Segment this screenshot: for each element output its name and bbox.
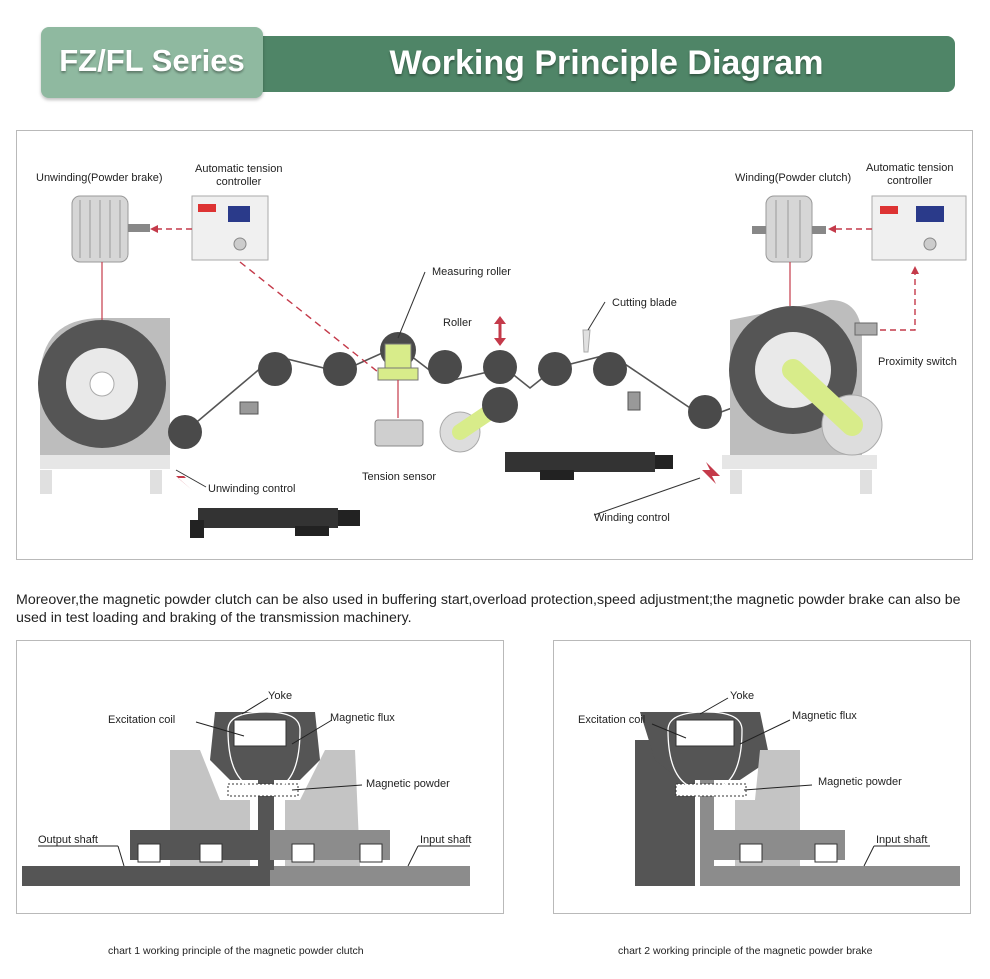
- label-unwinding: Unwinding(Powder brake): [36, 172, 163, 184]
- tension-controller-right: [871, 195, 967, 261]
- header-bar: [258, 36, 955, 92]
- powder-clutch-unit: [752, 195, 826, 263]
- roller-3: [323, 352, 357, 386]
- proximity-switch: [854, 322, 878, 336]
- label-winding: Winding(Powder clutch): [735, 172, 852, 184]
- chart1-label-yoke: Yoke: [268, 690, 293, 702]
- roller-1: [168, 415, 202, 449]
- chart1-caption: chart 1 working principle of the magneti…: [108, 945, 364, 957]
- chart2-label-input-shaft: Input shaft: [876, 834, 928, 846]
- unwind-actuator: [190, 508, 360, 538]
- roller-dancer: [482, 387, 518, 423]
- unwind-machine: [38, 318, 170, 494]
- chart2-label-magnetic-flux: Magnetic flux: [792, 710, 857, 722]
- label-proximity-switch: Proximity switch: [878, 356, 957, 368]
- roller-5: [483, 350, 517, 384]
- label-controller-left: Automatic tension controller: [195, 163, 283, 188]
- label-measuring-roller: Measuring roller: [432, 266, 511, 278]
- chart2-label-yoke: Yoke: [730, 690, 755, 702]
- chart1-label-excitation-coil: Excitation coil: [108, 714, 176, 726]
- roller-2: [258, 352, 292, 386]
- tension-sensor: [374, 419, 424, 447]
- chart2-caption: chart 2 working principle of the magneti…: [618, 945, 873, 957]
- chart1-label-input-shaft: Input shaft: [420, 834, 472, 846]
- page-title: Working Principle Diagram: [389, 44, 824, 82]
- chart2-label-magnetic-powder: Magnetic powder: [818, 776, 902, 788]
- chart1-label-output-shaft: Output shaft: [38, 834, 98, 846]
- label-cutting-blade: Cutting blade: [612, 297, 677, 309]
- wind-machine: [722, 300, 883, 494]
- roller-7: [593, 352, 627, 386]
- label-controller-right: Automatic tension controller: [866, 162, 954, 187]
- roller-4: [428, 350, 462, 384]
- chart2-label-excitation-coil: Excitation coil: [578, 714, 646, 726]
- powder-brake-unit: [71, 195, 150, 263]
- tension-controller-left: [191, 195, 269, 261]
- wind-actuator: [505, 452, 673, 480]
- chart1-label-magnetic-flux: Magnetic flux: [330, 712, 395, 724]
- label-winding-control: Winding control: [594, 512, 670, 524]
- label-tension-sensor: Tension sensor: [362, 471, 436, 483]
- chart1-label-magnetic-powder: Magnetic powder: [366, 778, 450, 790]
- label-roller: Roller: [443, 317, 472, 329]
- label-unwinding-control: Unwinding control: [208, 483, 296, 495]
- series-label: FZ/FL Series: [59, 43, 245, 78]
- description-note: Moreover,the magnetic powder clutch can …: [16, 592, 961, 626]
- roller-8: [688, 395, 722, 429]
- roller-6: [538, 352, 572, 386]
- series-badge: FZ/FL Series: [41, 27, 263, 98]
